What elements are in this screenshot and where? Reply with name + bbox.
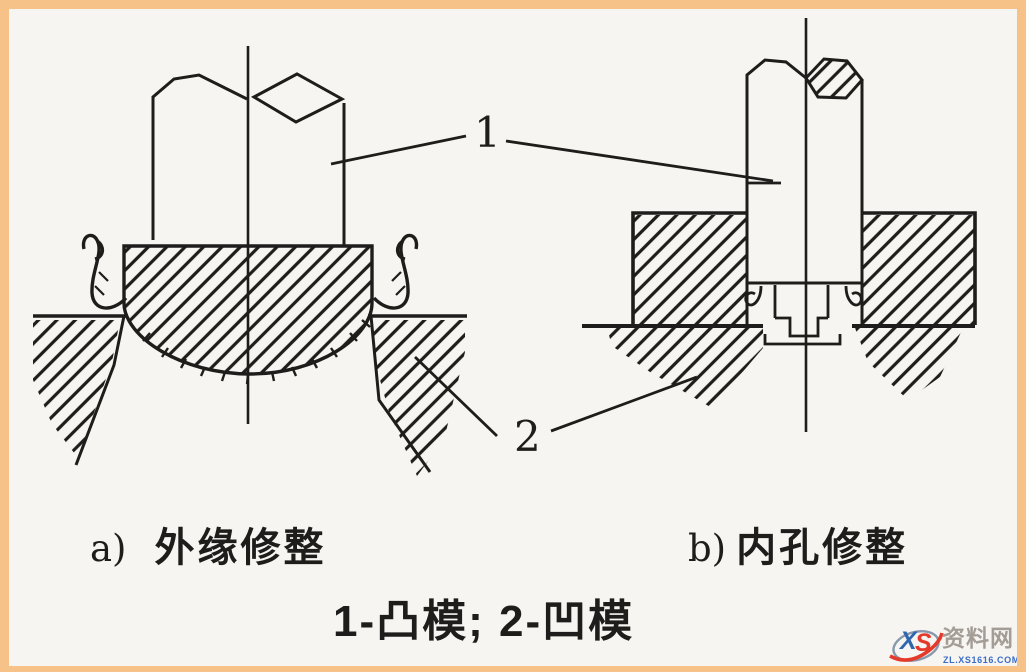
die-a-left-hatch	[33, 320, 120, 458]
leader-lines	[330, 134, 781, 438]
die-b-right-block-outline	[862, 211, 977, 325]
figure-b-drawing	[582, 18, 977, 432]
caption-b-prefix: b)	[688, 527, 727, 570]
punch-b-left-outline	[745, 58, 807, 283]
leader-2-to-die-a	[414, 355, 498, 438]
punch-b-nose-and-chips	[744, 285, 863, 346]
trimmed-chip-right	[372, 233, 419, 310]
punch-a-break-diamond	[250, 72, 346, 124]
xs-logo-icon	[889, 630, 944, 662]
watermark-logo-x: X	[900, 627, 917, 655]
callout-number-punch: 1	[474, 108, 501, 157]
leader-1-to-punch-b	[505, 139, 774, 183]
die-b-left-hatch	[634, 215, 746, 324]
figure-legend: 1-凸模; 2-凹模	[333, 597, 635, 646]
sheared-edge-ticks	[142, 319, 371, 385]
watermark: X S 资料网 ZL.XS1616.COM	[880, 616, 1020, 668]
trimmed-chip-left	[81, 233, 128, 310]
leader-1-to-punch-a	[330, 134, 467, 166]
support-hatch-left	[607, 328, 763, 408]
watermark-site-name: 资料网	[942, 625, 1014, 651]
caption-figure-a: a) 外缘修整	[90, 527, 327, 570]
logo-swoosh	[889, 632, 944, 662]
die-b-right-hatch	[863, 215, 974, 324]
caption-a-title: 外缘修整	[154, 526, 327, 570]
callout-number-die: 2	[514, 412, 541, 461]
support-hatch-right	[855, 328, 963, 400]
watermark-logo-s: S	[915, 629, 932, 657]
watermark-site-url: ZL.XS1616.COM	[943, 655, 1020, 665]
leader-2-to-die-b	[550, 375, 698, 433]
punch-b-break-section-hatched	[804, 57, 864, 100]
die-b-left-block-outline	[631, 211, 747, 325]
caption-b-title: 内孔修整	[736, 526, 909, 570]
punch-a-left-outline	[151, 73, 248, 240]
die-a-left-face	[74, 315, 126, 466]
caption-a-prefix: a)	[90, 527, 127, 570]
caption-figure-b: b) 内孔修整	[688, 527, 908, 570]
die-a-right-hatch	[372, 320, 465, 476]
figure-a-drawing	[33, 46, 467, 476]
